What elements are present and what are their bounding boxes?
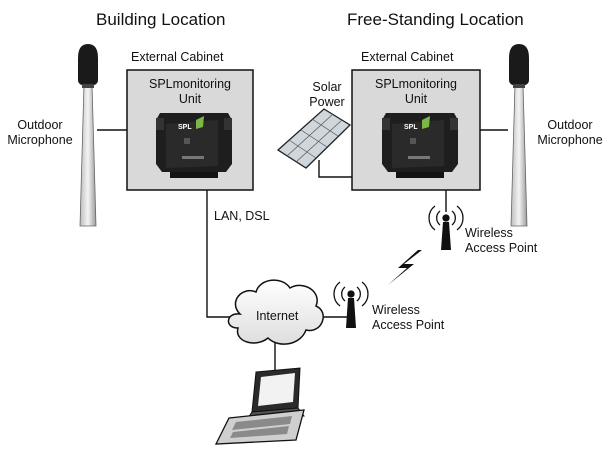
- monitoring-device-icon: SPL: [156, 113, 232, 178]
- ap-bottom-line2: Access Point: [372, 318, 445, 332]
- mic-left-line2: Microphone: [7, 133, 73, 147]
- unit-left-label: SPLmonitoring Unit: [140, 77, 240, 107]
- mic-right-line1: Outdoor: [547, 118, 593, 132]
- lan-dsl-label: LAN, DSL: [214, 209, 270, 223]
- solar-line1: Solar: [312, 80, 342, 94]
- unit-right-line2: Unit: [404, 92, 428, 106]
- external-cabinet-right: SPL: [351, 69, 481, 191]
- building-location-heading: Building Location: [96, 10, 226, 29]
- mic-right-label: Outdoor Microphone: [530, 118, 610, 148]
- microphone-icon: [509, 44, 529, 88]
- solar-power-label: Solar Power: [302, 80, 352, 110]
- antenna-icon: [428, 205, 464, 250]
- solar-cable: [318, 160, 352, 178]
- outdoor-microphone-left: [78, 44, 98, 227]
- unit-left-line2: Unit: [178, 92, 202, 106]
- microphone-icon: [78, 44, 98, 88]
- lightning-bolt-icon: [388, 250, 422, 285]
- unit-right-line1: SPLmonitoring: [375, 77, 457, 91]
- ap-right-line2: Access Point: [465, 241, 538, 255]
- wireless-ap-right-label: Wireless Access Point: [465, 226, 537, 256]
- free-standing-location-heading: Free-Standing Location: [347, 10, 524, 29]
- solar-panel-icon: [276, 108, 352, 169]
- lan-cable: [206, 190, 232, 318]
- laptop-icon: [214, 367, 305, 445]
- ap-right-line1: Wireless: [465, 226, 513, 240]
- mic-left-line1: Outdoor: [17, 118, 63, 132]
- device-badge: SPL: [404, 124, 418, 131]
- connection-lines: [97, 129, 508, 370]
- mic-left-label: Outdoor Microphone: [0, 118, 80, 148]
- outdoor-microphone-right: [509, 44, 529, 227]
- unit-left-line1: SPLmonitoring: [149, 77, 231, 91]
- cabinet-left-title: External Cabinet: [131, 50, 224, 64]
- unit-right-label: SPLmonitoring Unit: [366, 77, 466, 107]
- solar-line2: Power: [309, 95, 345, 109]
- external-cabinet-left: SPL: [126, 69, 254, 191]
- mic-right-line2: Microphone: [537, 133, 603, 147]
- wireless-ap-bottom-label: Wireless Access Point: [372, 303, 444, 333]
- cabinet-right-title: External Cabinet: [361, 50, 454, 64]
- device-badge: SPL: [178, 124, 192, 131]
- antenna-icon: [333, 281, 369, 328]
- ap-bottom-line1: Wireless: [372, 303, 420, 317]
- internet-label: Internet: [256, 309, 299, 323]
- monitoring-device-icon: SPL: [382, 113, 458, 178]
- cloud-icon: [227, 279, 324, 345]
